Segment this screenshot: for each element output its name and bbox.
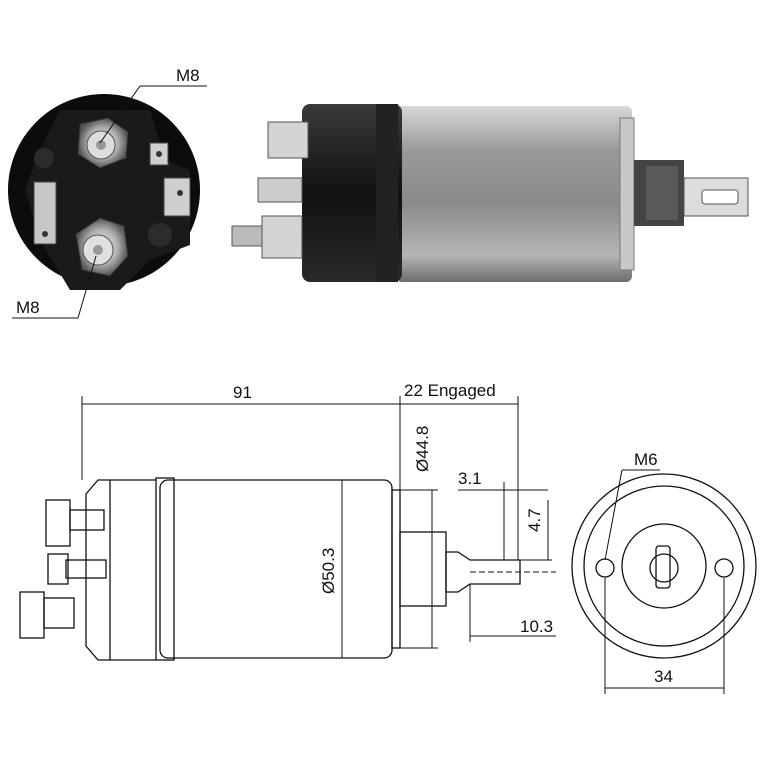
bottom-m8-label: M8 xyxy=(16,298,40,317)
top-m8-leader-diag xyxy=(99,85,141,144)
side-drawing xyxy=(19,477,556,661)
top-m8-label: M8 xyxy=(176,66,200,85)
side-photo xyxy=(231,104,749,282)
stroke-label: 22 Engaged xyxy=(404,381,496,400)
end-view-drawing xyxy=(571,473,757,659)
eye-width-label: 3.1 xyxy=(458,469,482,488)
body-dia-label: Ø50.3 xyxy=(319,548,338,594)
m6-leader-diag xyxy=(604,469,623,561)
end-photo xyxy=(8,94,200,290)
hole-spacing-label: 34 xyxy=(654,667,673,686)
eye-thick-label: 4.7 xyxy=(525,508,544,532)
bottom-m8-leader-diag xyxy=(77,255,97,319)
flange-dia-label: Ø44.8 xyxy=(413,426,432,472)
eye-len-label: 10.3 xyxy=(520,617,553,636)
m6-label: M6 xyxy=(634,450,658,469)
length-label: 91 xyxy=(233,383,252,402)
